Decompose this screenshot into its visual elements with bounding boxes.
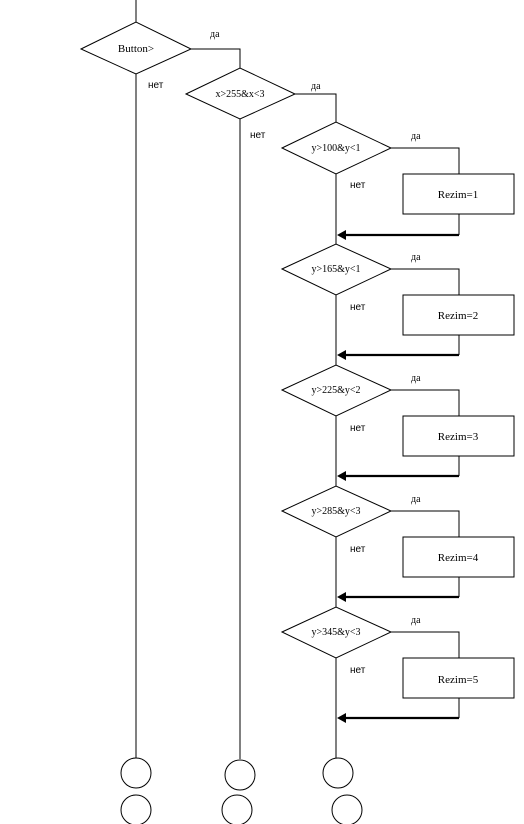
decision-x-range-label: x>255&x<3 xyxy=(215,89,264,100)
decision-y225-label: y>225&y<2 xyxy=(311,385,360,396)
process-rezim-3-label: Rezim=3 xyxy=(438,431,479,443)
connector-circle-col3-bottom xyxy=(331,794,363,824)
y285-yes-connector xyxy=(391,510,460,537)
process-rezim-4-label: Rezim=4 xyxy=(438,552,479,564)
decision-y165-label: y>165&y<1 xyxy=(311,264,360,275)
y100-yes-connector xyxy=(391,147,460,174)
y225-yes-connector xyxy=(391,389,460,416)
rezim-4-arrow-head xyxy=(337,592,346,602)
x-yes-label: да xyxy=(311,81,321,92)
y100-no-label: нет xyxy=(350,180,366,191)
y345-no-label: нет xyxy=(350,665,366,676)
decision-y285-label: y>285&y<3 xyxy=(311,506,360,517)
process-rezim-4 xyxy=(402,536,515,578)
rezim-3-arrow-head xyxy=(337,471,346,481)
process-rezim-3 xyxy=(402,415,515,457)
rezim-5-arrow-head xyxy=(337,713,346,723)
y225-no-label: нет xyxy=(350,423,366,434)
process-rezim-1-label: Rezim=1 xyxy=(438,189,478,201)
y225-yes-label: да xyxy=(411,373,421,384)
rezim-1-arrow-head xyxy=(337,230,346,240)
connector-circle-col2-top xyxy=(224,759,256,791)
button-no-label: нет xyxy=(148,80,164,91)
connector-circle-col3-top xyxy=(322,757,354,789)
y165-yes-connector xyxy=(391,268,460,295)
process-rezim-5-label: Rezim=5 xyxy=(438,674,479,686)
y165-no-label: нет xyxy=(350,302,366,313)
y345-yes-label: да xyxy=(411,615,421,626)
y100-yes-label: да xyxy=(411,131,421,142)
x-yes-connector xyxy=(295,93,337,122)
decision-y345-label: y>345&y<3 xyxy=(311,627,360,638)
button-yes-label: да xyxy=(210,29,220,40)
rezim-2-arrow-head xyxy=(337,350,346,360)
connector-circle-col1-top xyxy=(120,757,152,789)
decision-y100-label: y>100&y<1 xyxy=(311,143,360,154)
connector-circle-col1-bottom xyxy=(120,794,152,824)
y345-yes-connector xyxy=(391,631,460,658)
y165-yes-label: да xyxy=(411,252,421,263)
connector-circle-col2-bottom xyxy=(221,794,253,824)
y285-yes-label: да xyxy=(411,494,421,505)
process-rezim-2-label: Rezim=2 xyxy=(438,310,478,322)
process-rezim-5 xyxy=(402,657,515,699)
process-rezim-1 xyxy=(402,173,515,215)
decision-button-label: Button> xyxy=(118,43,154,55)
y285-no-label: нет xyxy=(350,544,366,555)
button-yes-connector xyxy=(191,48,241,68)
x-no-label: нет xyxy=(250,130,266,141)
